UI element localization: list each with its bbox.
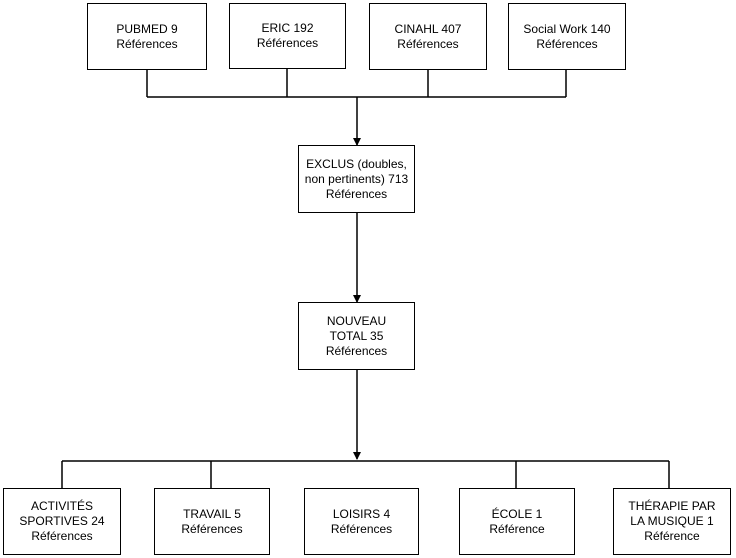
total-box: NOUVEAU TOTAL 35 Références bbox=[298, 302, 415, 370]
category-box-school: ÉCOLE 1 Référence bbox=[459, 488, 575, 555]
source-label: ERIC 192 Références bbox=[256, 21, 319, 50]
category-label: TRAVAIL 5 Références bbox=[181, 506, 243, 536]
category-label: THÉRAPIE PAR LA MUSIQUE 1 Référence bbox=[628, 499, 716, 543]
category-box-sports: ACTIVITÉS SPORTIVES 24 Références bbox=[3, 488, 121, 555]
source-box-pubmed: PUBMED 9 Références bbox=[87, 3, 207, 70]
total-label: NOUVEAU TOTAL 35 Références bbox=[325, 313, 388, 358]
category-box-leisure: LOISIRS 4 Références bbox=[304, 488, 419, 555]
category-label: LOISIRS 4 Références bbox=[330, 506, 393, 536]
category-box-music-therapy: THÉRAPIE PAR LA MUSIQUE 1 Référence bbox=[613, 488, 731, 555]
source-label: Social Work 140 Références bbox=[523, 21, 611, 51]
category-label: ÉCOLE 1 Référence bbox=[489, 506, 545, 536]
excluded-label: EXCLUS (doubles, non pertinents) 713 Réf… bbox=[304, 156, 409, 201]
source-box-eric: ERIC 192 Références bbox=[229, 3, 346, 69]
source-label: CINAHL 407 Références bbox=[394, 21, 462, 51]
category-label: ACTIVITÉS SPORTIVES 24 Références bbox=[19, 499, 105, 543]
source-label: PUBMED 9 Références bbox=[116, 21, 178, 51]
source-box-cinahl: CINAHL 407 Références bbox=[369, 3, 487, 70]
category-box-work: TRAVAIL 5 Références bbox=[154, 488, 270, 555]
source-box-social-work: Social Work 140 Références bbox=[508, 3, 626, 70]
excluded-box: EXCLUS (doubles, non pertinents) 713 Réf… bbox=[298, 145, 415, 213]
